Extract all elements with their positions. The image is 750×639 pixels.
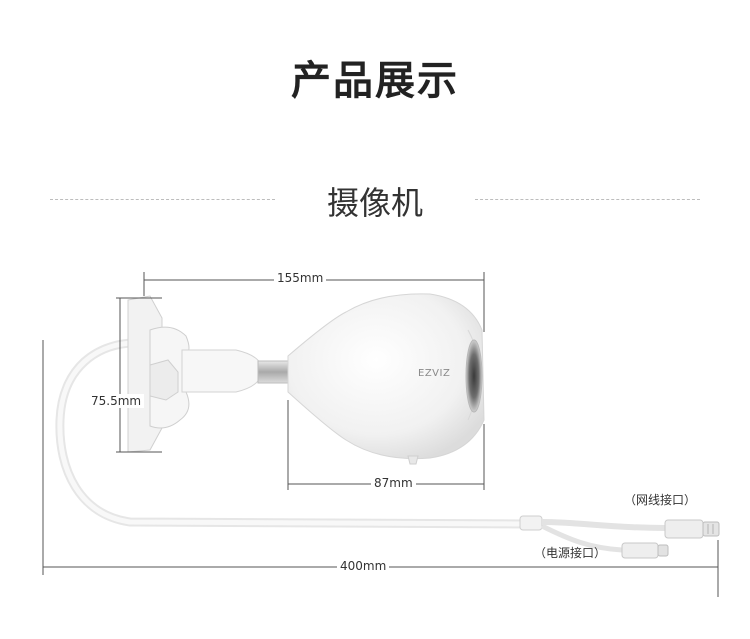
length-label: 155mm xyxy=(274,271,327,285)
brand-logo: EZVIZ xyxy=(418,368,451,379)
cable-splitter xyxy=(519,515,543,531)
section-divider-left xyxy=(50,199,275,200)
section-title: 摄像机 xyxy=(326,184,423,222)
power-connector xyxy=(621,542,669,559)
cable-length-label: 400mm xyxy=(337,559,390,573)
height-label: 75.5mm xyxy=(88,394,145,408)
body-length-label: 87mm xyxy=(371,476,416,490)
camera-body xyxy=(287,293,485,465)
network-connector xyxy=(664,519,720,539)
mount-arm xyxy=(181,349,263,393)
metal-pole xyxy=(257,360,291,384)
wall-mount xyxy=(127,295,192,453)
network-port-label: （网线接口） xyxy=(624,493,697,507)
section-divider-right xyxy=(475,199,700,200)
power-port-label: （电源接口） xyxy=(534,546,607,560)
page-title: 产品展示 xyxy=(291,58,459,104)
camera-lens xyxy=(465,339,483,413)
